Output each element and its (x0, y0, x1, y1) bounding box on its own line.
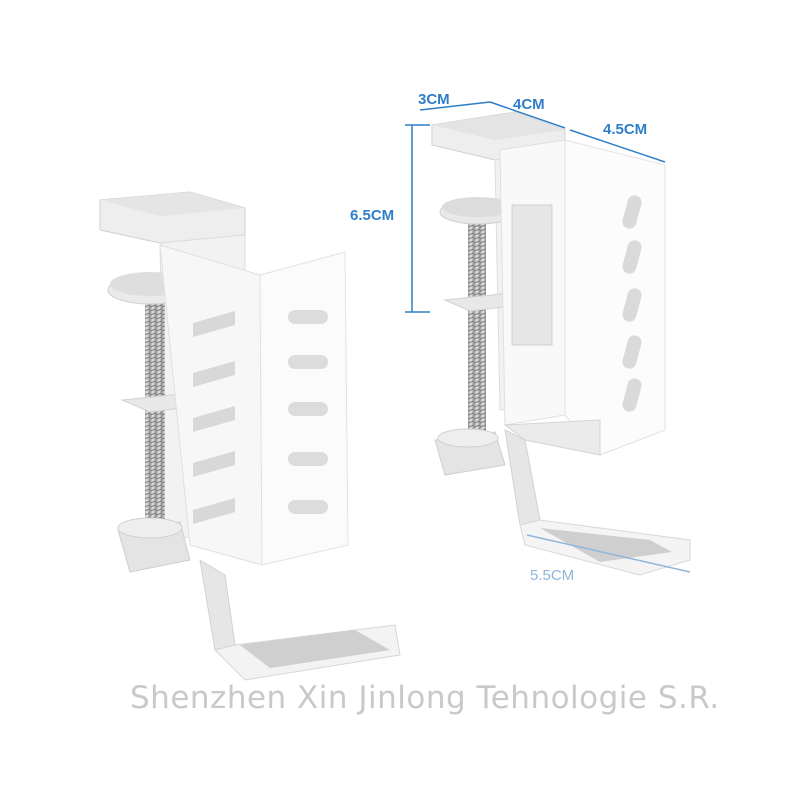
dimension-hook-label: 5.5CM (530, 567, 575, 584)
threaded-rod-right (468, 220, 486, 435)
left-headphone-holder (99, 191, 401, 681)
dimension-height-label: 6.5CM (350, 207, 395, 224)
dimension-side-label: 4.5CM (603, 121, 648, 138)
watermark-text: Shenzhen Xin Jinlong Tehnologie S.R. (130, 680, 720, 716)
right-headphone-holder (431, 111, 691, 576)
dimension-width-label: 4CM (513, 96, 545, 113)
dimension-depth-label: 3CM (418, 91, 450, 108)
dimension-lines (405, 101, 691, 573)
